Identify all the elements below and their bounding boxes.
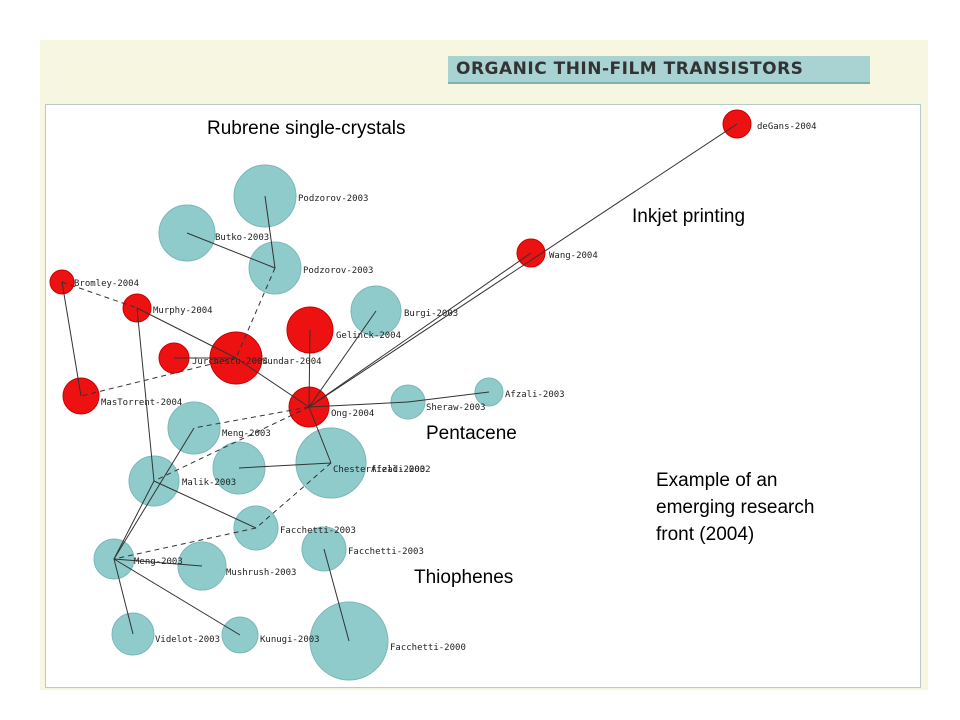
edge-podzorov1-podzorov2 (264, 195, 276, 269)
edge-malik-facchetti1 (153, 480, 257, 529)
edge-ong-meng1 (193, 406, 310, 429)
edge-ong-malik (153, 406, 310, 482)
node-label-wang: Wang-2004 (549, 251, 598, 261)
nodes-group (49, 109, 752, 681)
edge-chesterfield-facchetti1 (255, 462, 332, 529)
example-line-1: Example of an (656, 470, 778, 491)
node-label-jurchescu: Jurchescu-2004 (192, 357, 268, 367)
annotation-example: Example of an emerging research front (2… (656, 467, 814, 548)
edge-wang-ong (308, 252, 532, 408)
edge-malik-meng2 (113, 480, 155, 560)
example-line-3: front (2004) (656, 524, 755, 545)
node-label-meng2: Meng-2003 (134, 557, 183, 567)
node-label-podzorov1: Podzorov-2003 (298, 194, 368, 204)
node-label-degans: deGans-2004 (757, 122, 817, 132)
node-label-ong: Ong-2004 (331, 409, 374, 419)
edge-facchetti1-meng2 (113, 527, 257, 560)
node-label-afzali2: Afzali-2002 (371, 465, 431, 475)
edges-group (61, 123, 738, 642)
annotation-rubrene: Rubrene single-crystals (207, 118, 406, 139)
node-label-videlot: Videlot-2003 (155, 635, 220, 645)
node-label-mastorrent: MasTorrent-2004 (101, 398, 182, 408)
edge-bromley-mastorrent (61, 281, 82, 397)
node-label-meng1: Meng-2003 (222, 429, 271, 439)
node-label-afzali1: Afzali-2003 (505, 390, 565, 400)
node-label-kunugi: Kunugi-2003 (260, 635, 320, 645)
labels-group: deGans-2004Podzorov-2003Butko-2003Podzor… (74, 122, 817, 653)
edge-murphy-jurchescu (136, 307, 237, 359)
node-label-malik: Malik-2003 (182, 478, 236, 488)
edge-ong-chesterfield (308, 406, 332, 464)
header-title: ORGANIC THIN-FILM TRANSISTORS (456, 59, 804, 79)
edge-meng2-mushrush (113, 558, 203, 567)
node-label-facchetti3: Facchetti-2000 (390, 643, 466, 653)
node-label-butko: Butko-2003 (215, 233, 269, 243)
edge-podzorov2-jurchescu (235, 267, 276, 359)
example-line-2: emerging research (656, 497, 815, 518)
edge-degans-ong (308, 123, 738, 408)
header-banner: ORGANIC THIN-FILM TRANSISTORS (448, 56, 870, 84)
annotation-inkjet: Inkjet printing (632, 206, 746, 227)
edge-sheraw-afzali1 (407, 391, 490, 403)
node-label-chesterfield: Chesterfield-2003 (333, 465, 425, 475)
node-label-burgi: Burgi-2003 (404, 309, 458, 319)
annotation-pentacene: Pentacene (426, 423, 517, 444)
edge-ong-sheraw (308, 401, 409, 408)
node-label-sundar: Sundar-2004 (262, 357, 322, 367)
edge-meng2-kunugi (113, 558, 241, 636)
edge-meng1-meng2 (113, 427, 195, 560)
edge-jurchescu-ong (235, 357, 310, 408)
edge-facchetti2-facchetti3 (323, 548, 350, 642)
node-label-sheraw: Sheraw-2003 (426, 403, 486, 413)
node-label-facchetti1: Facchetti-2003 (280, 526, 356, 536)
edge-murphy-malik (136, 307, 155, 482)
node-label-bromley: Bromley-2004 (74, 279, 139, 289)
annotation-thiophenes: Thiophenes (414, 567, 514, 588)
edge-chesterfield-afzali2 (238, 462, 332, 469)
node-label-murphy: Murphy-2004 (153, 306, 213, 316)
edge-burgi-ong (308, 310, 377, 408)
node-label-gelinck: Gelinck-2004 (336, 331, 401, 341)
node-label-mushrush: Mushrush-2003 (226, 568, 296, 578)
edge-butko-podzorov2 (186, 232, 276, 269)
edge-meng2-videlot (113, 558, 134, 635)
edge-gelinck-ong (308, 329, 311, 408)
edge-bromley-murphy (61, 281, 138, 309)
node-label-facchetti2: Facchetti-2003 (348, 547, 424, 557)
node-label-podzorov2: Podzorov-2003 (303, 266, 373, 276)
